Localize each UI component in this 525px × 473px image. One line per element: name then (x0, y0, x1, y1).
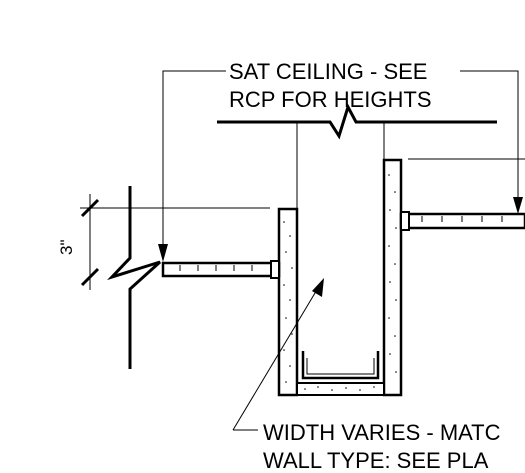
dimension-value: 3" (57, 240, 76, 256)
width-note-line1: WIDTH VARIES - MATC (263, 420, 501, 445)
ceiling-panel-left-ticks (179, 265, 253, 271)
ceiling-panel-left-end (270, 260, 280, 279)
gypsum-board-right (382, 158, 403, 397)
ceiling-panel-right-end (400, 211, 410, 231)
ceiling-panel-right (399, 212, 525, 230)
metal-channel (301, 351, 380, 380)
ceiling-arrowhead-left (158, 244, 168, 262)
dimension-tick-top (80, 198, 100, 218)
gypsum-stipple-left (283, 221, 293, 383)
wall-break-line-left (106, 186, 162, 369)
gypsum-board-left (277, 207, 299, 397)
gypsum-stipple-bottom (304, 386, 375, 391)
gypsum-board-bottom (296, 382, 385, 396)
ceiling-note-line1: SAT CEILING - SEE (229, 59, 427, 84)
metal-channel-inner (306, 358, 375, 375)
width-leader (232, 282, 322, 431)
width-arrowhead (312, 278, 324, 297)
ceiling-panel-right-ticks (421, 216, 503, 222)
width-note-line2: WALL TYPE: SEE PLA (263, 448, 489, 473)
ceiling-leader-right (460, 70, 519, 210)
top-break-line (217, 103, 497, 140)
gypsum-stipple-right (388, 174, 397, 373)
ceiling-arrowhead-right (513, 197, 523, 214)
dimension-tick-bottom (80, 267, 100, 287)
ceiling-note-line2: RCP FOR HEIGHTS (229, 87, 432, 112)
ceiling-leader-left (162, 70, 226, 258)
